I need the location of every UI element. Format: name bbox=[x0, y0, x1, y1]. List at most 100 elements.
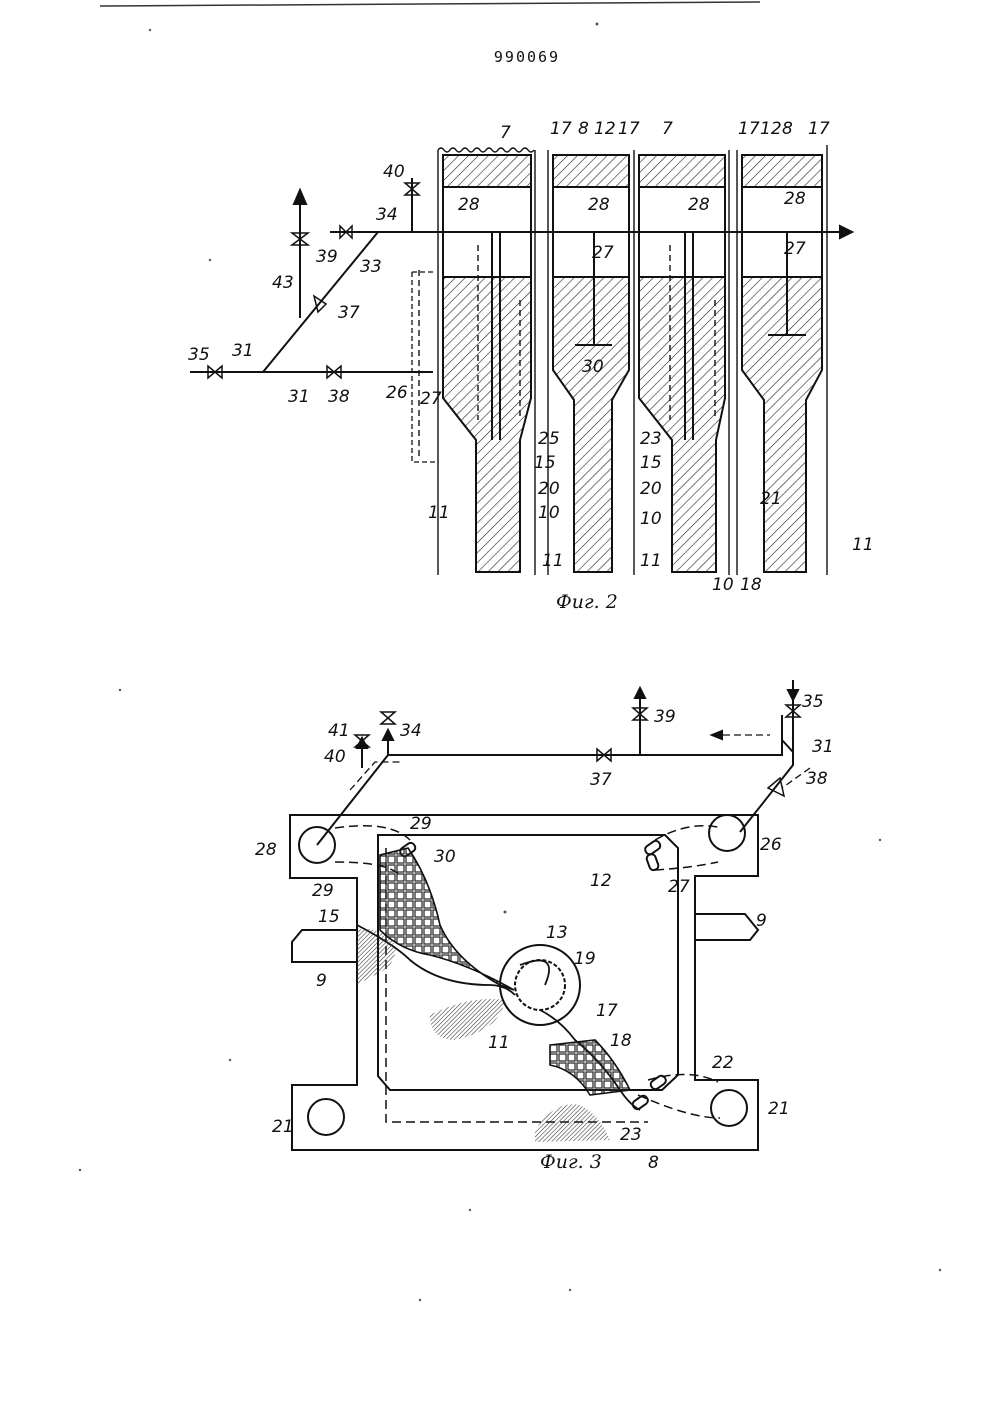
fig2-label: 28 bbox=[458, 195, 480, 215]
figure-3-labels: 41 34 40 39 37 35 31 38 28 29 30 29 12 2… bbox=[255, 692, 834, 1173]
plate-7-left bbox=[443, 155, 531, 572]
flow-arrow-dashed bbox=[350, 762, 400, 790]
fig3-label: 31 bbox=[812, 737, 834, 757]
fig3-label: 29 bbox=[312, 881, 334, 901]
fig3-caption: Фиг. 3 bbox=[540, 1151, 602, 1173]
fig3-label: 23 bbox=[620, 1125, 642, 1145]
fig2-label: 17 bbox=[808, 119, 830, 139]
outlet-arrow bbox=[840, 226, 852, 238]
scan-speckles bbox=[79, 23, 941, 1302]
fig3-label: 18 bbox=[610, 1031, 632, 1051]
fig2-label: 11 bbox=[640, 551, 662, 571]
figure-2 bbox=[190, 145, 852, 575]
hub-13 bbox=[500, 945, 580, 1025]
fig3-label: 27 bbox=[668, 877, 690, 897]
fig3-label: 21 bbox=[768, 1099, 790, 1119]
fig3-label: 34 bbox=[400, 721, 422, 741]
fig2-label: 12 bbox=[594, 119, 616, 139]
fig2-label: 10 bbox=[538, 503, 560, 523]
port-21-right bbox=[711, 1090, 747, 1126]
arrow-head bbox=[788, 690, 798, 700]
fig2-label: 20 bbox=[640, 479, 662, 499]
fig3-label: 41 bbox=[328, 721, 350, 741]
fig2-label: 17 bbox=[550, 119, 572, 139]
fig2-caption: Фиг. 2 bbox=[556, 591, 618, 613]
fig2-label: 10 bbox=[640, 509, 662, 529]
fig2-label: 8 bbox=[782, 119, 793, 139]
fig3-label: 28 bbox=[255, 840, 277, 860]
housing-26-outline bbox=[412, 272, 435, 462]
fig3-label: 11 bbox=[488, 1033, 510, 1053]
slot-27b bbox=[646, 853, 660, 871]
fig2-label: 17 bbox=[618, 119, 640, 139]
fig2-label: 39 bbox=[316, 247, 338, 267]
fig2-label: 37 bbox=[338, 303, 360, 323]
fig2-label: 33 bbox=[360, 257, 382, 277]
fig2-label: 28 bbox=[688, 195, 710, 215]
frame-8-right bbox=[742, 155, 822, 572]
fig3-label: 15 bbox=[318, 907, 340, 927]
fig3-label: 9 bbox=[316, 971, 327, 991]
fig3-label: 21 bbox=[272, 1117, 294, 1137]
fig3-label: 38 bbox=[806, 769, 828, 789]
arrow-head bbox=[383, 730, 393, 740]
valve-34-f3 bbox=[381, 712, 395, 724]
fig2-label: 40 bbox=[383, 162, 405, 182]
fig2-label: 26 bbox=[386, 383, 408, 403]
fig2-label: 28 bbox=[588, 195, 610, 215]
fig3-label: 30 bbox=[434, 847, 456, 867]
fig2-label: 31 bbox=[232, 341, 254, 361]
fig3-label: 13 bbox=[546, 923, 568, 943]
slot-23 bbox=[631, 1094, 649, 1111]
patent-number: 990069 bbox=[494, 48, 560, 66]
cutaway-grid-upper bbox=[380, 848, 514, 990]
fig2-label: 8 bbox=[578, 119, 589, 139]
fig3-label: 37 bbox=[590, 770, 612, 790]
fig2-label: 15 bbox=[534, 453, 556, 473]
flow-arrow-dashed-head bbox=[712, 731, 722, 739]
fig2-label: 7 bbox=[500, 123, 511, 143]
hub-19 bbox=[515, 960, 565, 1010]
fig2-label: 11 bbox=[852, 535, 874, 555]
fig2-label: 17 bbox=[738, 119, 760, 139]
fig2-label: 7 bbox=[662, 119, 673, 139]
lug-9-right bbox=[695, 914, 758, 940]
fig2-label: 10 bbox=[712, 575, 734, 595]
fig2-label: 23 bbox=[640, 429, 662, 449]
lug-9-left bbox=[292, 930, 357, 962]
port-26 bbox=[709, 815, 745, 851]
fig3-label: 29 bbox=[410, 814, 432, 834]
fig2-label: 20 bbox=[538, 479, 560, 499]
fig3-label: 35 bbox=[802, 692, 824, 712]
fig2-label: 11 bbox=[542, 551, 564, 571]
fig3-label: 26 bbox=[760, 835, 782, 855]
fig2-label: 25 bbox=[538, 429, 560, 449]
fig2-label: 15 bbox=[640, 453, 662, 473]
fig3-label: 40 bbox=[324, 747, 346, 767]
fig2-label: 28 bbox=[784, 189, 806, 209]
fig2-label: 11 bbox=[428, 503, 450, 523]
fig2-label: 38 bbox=[328, 387, 350, 407]
fig2-label: 43 bbox=[272, 273, 294, 293]
fig3-label: 12 bbox=[590, 871, 612, 891]
fig2-label: 35 bbox=[188, 345, 210, 365]
fig2-label: 30 bbox=[582, 357, 604, 377]
vent-arrow-39 bbox=[294, 190, 306, 204]
fig2-label: 27 bbox=[784, 239, 806, 259]
fig3-label: 22 bbox=[712, 1053, 734, 1073]
fig2-label: 31 bbox=[288, 387, 310, 407]
fig2-label: 18 bbox=[740, 575, 762, 595]
fig3-label: 17 bbox=[596, 1001, 618, 1021]
fig2-label: 34 bbox=[376, 205, 398, 225]
fig3-label: 9 bbox=[756, 911, 767, 931]
fig2-label: 27 bbox=[592, 243, 614, 263]
cloth-patch-bottom bbox=[535, 1104, 610, 1142]
fig2-label: 27 bbox=[420, 389, 442, 409]
figure-3 bbox=[290, 680, 810, 1150]
top-edge-line bbox=[100, 2, 760, 6]
fig2-label: 21 bbox=[760, 489, 782, 509]
port-21-left bbox=[308, 1099, 344, 1135]
fig3-label: 19 bbox=[574, 949, 596, 969]
fig3-label: 8 bbox=[648, 1153, 659, 1173]
